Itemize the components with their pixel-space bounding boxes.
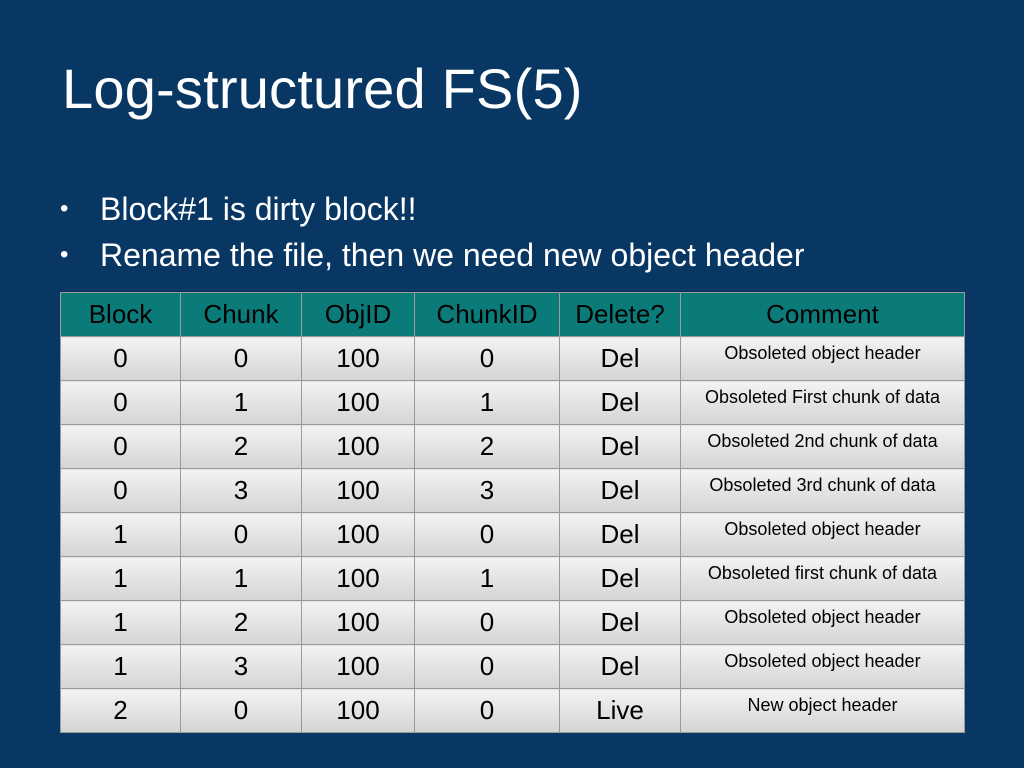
- cell-block: 0: [60, 380, 181, 425]
- cell-block: 1: [60, 512, 181, 557]
- cell-objid: 100: [301, 688, 415, 733]
- header-delete: Delete?: [559, 292, 681, 337]
- cell-objid: 100: [301, 556, 415, 601]
- cell-delete: Del: [559, 644, 681, 689]
- cell-chunkid: 1: [414, 556, 560, 601]
- cell-comment: New object header: [680, 688, 965, 733]
- cell-chunk: 0: [180, 336, 302, 381]
- cell-chunk: 2: [180, 424, 302, 469]
- header-chunkid: ChunkID: [414, 292, 560, 337]
- header-chunk: Chunk: [180, 292, 302, 337]
- table-row: 1 3 100 0 Del Obsoleted object header: [60, 644, 965, 689]
- cell-chunkid: 0: [414, 688, 560, 733]
- bullet-text: Rename the file, then we need new object…: [100, 237, 805, 273]
- bullet-icon: •: [60, 241, 69, 268]
- bullet-item: • Block#1 is dirty block!!: [60, 186, 804, 232]
- cell-delete: Del: [559, 380, 681, 425]
- cell-chunkid: 0: [414, 600, 560, 645]
- table-row: 1 1 100 1 Del Obsoleted first chunk of d…: [60, 556, 965, 601]
- cell-comment: Obsoleted object header: [680, 644, 965, 689]
- cell-chunkid: 2: [414, 424, 560, 469]
- cell-chunk: 2: [180, 600, 302, 645]
- cell-chunk: 1: [180, 380, 302, 425]
- table-row: 2 0 100 0 Live New object header: [60, 688, 965, 733]
- cell-objid: 100: [301, 644, 415, 689]
- header-objid: ObjID: [301, 292, 415, 337]
- header-block: Block: [60, 292, 181, 337]
- cell-objid: 100: [301, 512, 415, 557]
- cell-comment: Obsoleted object header: [680, 512, 965, 557]
- cell-block: 1: [60, 600, 181, 645]
- cell-delete: Del: [559, 424, 681, 469]
- cell-delete: Del: [559, 468, 681, 513]
- cell-comment: Obsoleted first chunk of data: [680, 556, 965, 601]
- cell-comment: Obsoleted 2nd chunk of data: [680, 424, 965, 469]
- cell-block: 0: [60, 468, 181, 513]
- cell-chunkid: 3: [414, 468, 560, 513]
- cell-chunk: 1: [180, 556, 302, 601]
- cell-delete: Live: [559, 688, 681, 733]
- table-header-row: Block Chunk ObjID ChunkID Delete? Commen…: [60, 292, 965, 337]
- bullet-icon: •: [60, 195, 69, 222]
- cell-block: 2: [60, 688, 181, 733]
- slide-title: Log-structured FS(5): [62, 57, 583, 120]
- table-row: 0 0 100 0 Del Obsoleted object header: [60, 336, 965, 381]
- cell-block: 0: [60, 424, 181, 469]
- cell-chunkid: 0: [414, 336, 560, 381]
- bullet-text: Block#1 is dirty block!!: [100, 191, 417, 227]
- bullet-item: • Rename the file, then we need new obje…: [60, 232, 804, 278]
- cell-objid: 100: [301, 424, 415, 469]
- cell-chunk: 0: [180, 688, 302, 733]
- cell-block: 0: [60, 336, 181, 381]
- cell-comment: Obsoleted First chunk of data: [680, 380, 965, 425]
- table-row: 1 0 100 0 Del Obsoleted object header: [60, 512, 965, 557]
- bullet-list: • Block#1 is dirty block!! • Rename the …: [60, 186, 804, 278]
- table-row: 0 2 100 2 Del Obsoleted 2nd chunk of dat…: [60, 424, 965, 469]
- cell-delete: Del: [559, 556, 681, 601]
- cell-chunkid: 0: [414, 644, 560, 689]
- cell-delete: Del: [559, 336, 681, 381]
- table-row: 0 3 100 3 Del Obsoleted 3rd chunk of dat…: [60, 468, 965, 513]
- cell-block: 1: [60, 556, 181, 601]
- cell-comment: Obsoleted object header: [680, 600, 965, 645]
- cell-delete: Del: [559, 600, 681, 645]
- cell-comment: Obsoleted 3rd chunk of data: [680, 468, 965, 513]
- cell-chunk: 0: [180, 512, 302, 557]
- cell-objid: 100: [301, 336, 415, 381]
- cell-objid: 100: [301, 468, 415, 513]
- table-row: 1 2 100 0 Del Obsoleted object header: [60, 600, 965, 645]
- table-row: 0 1 100 1 Del Obsoleted First chunk of d…: [60, 380, 965, 425]
- header-comment: Comment: [680, 292, 965, 337]
- log-table: Block Chunk ObjID ChunkID Delete? Commen…: [60, 292, 965, 733]
- cell-chunkid: 0: [414, 512, 560, 557]
- cell-chunk: 3: [180, 644, 302, 689]
- cell-chunkid: 1: [414, 380, 560, 425]
- cell-chunk: 3: [180, 468, 302, 513]
- cell-delete: Del: [559, 512, 681, 557]
- cell-block: 1: [60, 644, 181, 689]
- cell-objid: 100: [301, 600, 415, 645]
- cell-comment: Obsoleted object header: [680, 336, 965, 381]
- cell-objid: 100: [301, 380, 415, 425]
